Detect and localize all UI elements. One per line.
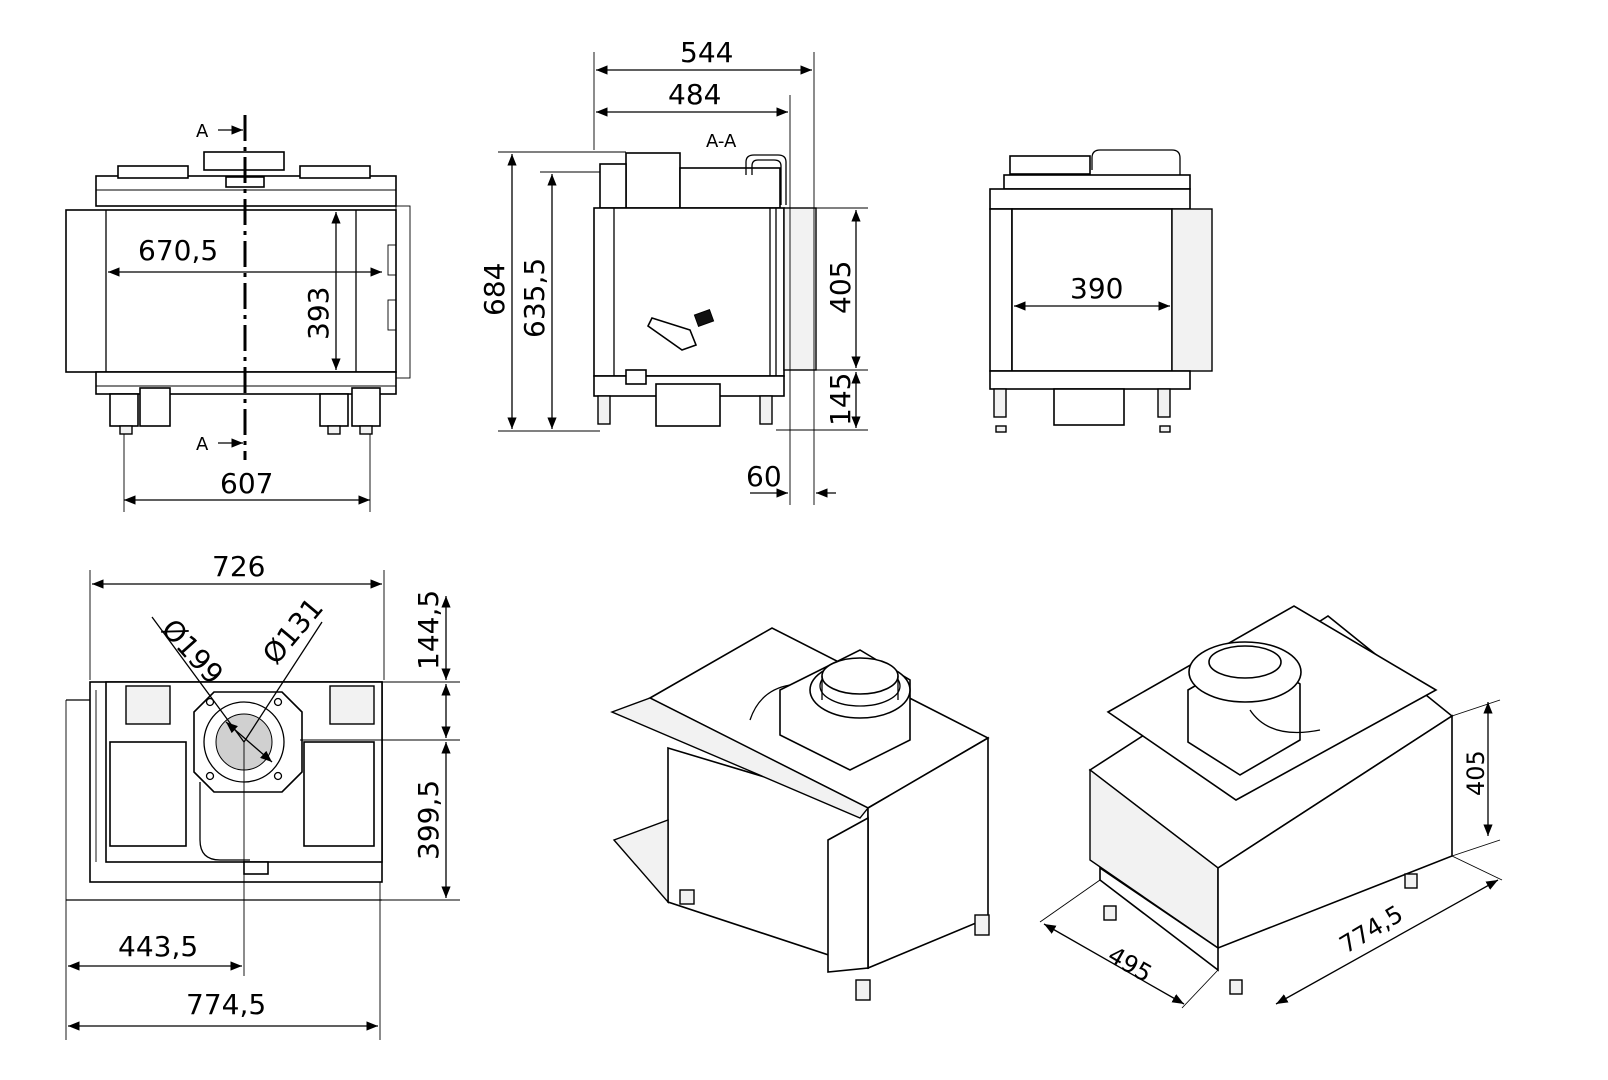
dim-inner-diameter: Ø131 xyxy=(256,591,330,670)
section-title: A-A xyxy=(706,131,737,152)
iso-dim-depth: 495 xyxy=(1103,941,1157,988)
dim-front-to-center: 144,5 xyxy=(412,590,445,670)
dim-feet-spacing: 607 xyxy=(220,467,273,500)
front-view: A A 670,5 393 607 xyxy=(65,115,411,512)
dim-offset: 60 xyxy=(746,460,782,493)
dim-opening-width: 670,5 xyxy=(138,234,218,267)
section-view: A-A 544 484 684 xyxy=(478,36,868,505)
dim-center-to-back: 399,5 xyxy=(412,780,445,860)
dim-side-width: 390 xyxy=(1070,272,1123,305)
section-label-top: A xyxy=(196,121,209,142)
section-label-bottom: A xyxy=(196,434,209,455)
dim-total-width: 774,5 xyxy=(186,988,266,1021)
side-view: 390 xyxy=(989,149,1213,433)
dim-overall-depth: 544 xyxy=(680,36,733,69)
dim-body-depth: 484 xyxy=(668,78,721,111)
top-view: Ø199 Ø131 726 144,5 399,5 443,5 774,5 xyxy=(65,550,460,1040)
iso-view-right: 405 495 774,5 xyxy=(1039,605,1503,1009)
dim-top-width: 726 xyxy=(212,550,265,583)
iso-view-left xyxy=(610,627,990,1001)
dim-outer-diameter: Ø199 xyxy=(155,613,230,691)
iso-dim-height: 405 xyxy=(1462,750,1490,796)
dim-left-to-center: 443,5 xyxy=(118,930,198,963)
dim-flue-height: 635,5 xyxy=(518,258,551,338)
dim-total-height: 684 xyxy=(478,263,511,316)
dim-glass-height: 405 xyxy=(824,261,857,314)
dim-opening-height: 393 xyxy=(302,287,335,340)
dim-base-height: 145 xyxy=(824,373,857,426)
